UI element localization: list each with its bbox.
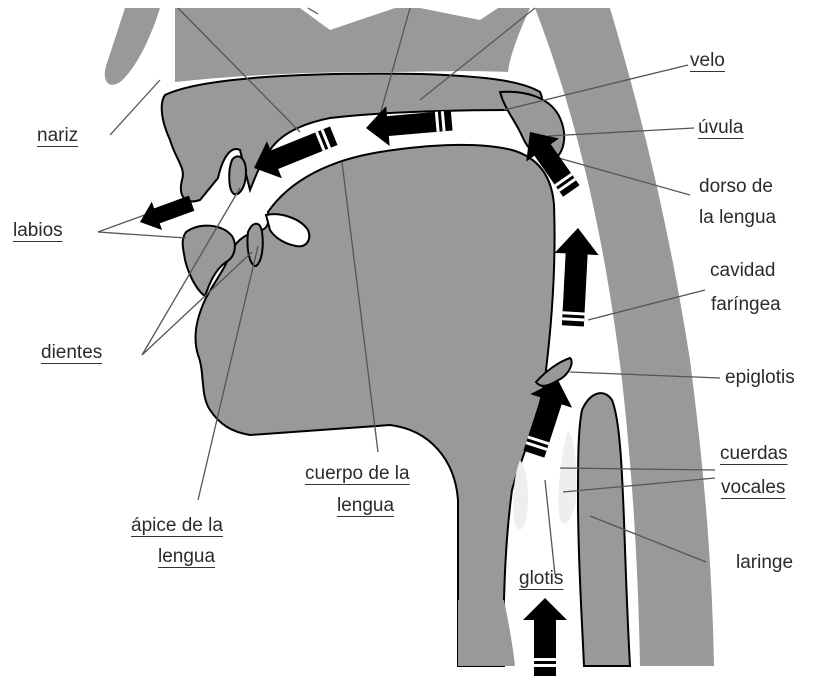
neck-front-shape: [458, 600, 515, 666]
leader-line-nariz: [110, 80, 160, 135]
label-nariz: nariz: [37, 125, 78, 147]
label-apice-line2: lengua: [158, 546, 215, 568]
upper-tooth-shape: [229, 156, 246, 194]
leader-line-labios-b: [98, 232, 186, 238]
larynx-shape: [578, 393, 630, 666]
glotis-arrow-up: [523, 598, 567, 676]
leader-line-top1: [308, 8, 318, 14]
label-cuerdas-line2: vocales: [721, 477, 785, 499]
label-dientes: dientes: [41, 342, 102, 364]
label-cuerpo-line1: cuerpo de la: [305, 463, 410, 485]
label-laringe: laringe: [736, 552, 793, 574]
upper-head-shape: [175, 8, 530, 82]
label-apice-line1: ápice de la: [131, 515, 223, 537]
faringe-arrow-up: [551, 227, 600, 327]
nasal-cavity-shape: [105, 8, 160, 85]
label-velo: velo: [690, 50, 725, 72]
label-cavidad-line2: faríngea: [711, 294, 781, 316]
label-glotis: glotis: [519, 568, 563, 590]
label-cuerdas-line1: cuerdas: [720, 443, 788, 465]
label-cuerpo-line2: lengua: [337, 495, 394, 517]
label-epiglotis: epiglotis: [725, 367, 795, 389]
label-cavidad-line1: cavidad: [710, 260, 776, 282]
label-labios: labios: [13, 220, 63, 242]
label-dorso-line2: la lengua: [699, 207, 776, 229]
label-dorso-line1: dorso de: [699, 176, 773, 198]
tongue-and-jaw-shape: [196, 145, 555, 666]
label-uvula: úvula: [698, 117, 743, 139]
vocal-cords-shape: [558, 430, 576, 524]
leader-line-glotis: [545, 480, 555, 575]
